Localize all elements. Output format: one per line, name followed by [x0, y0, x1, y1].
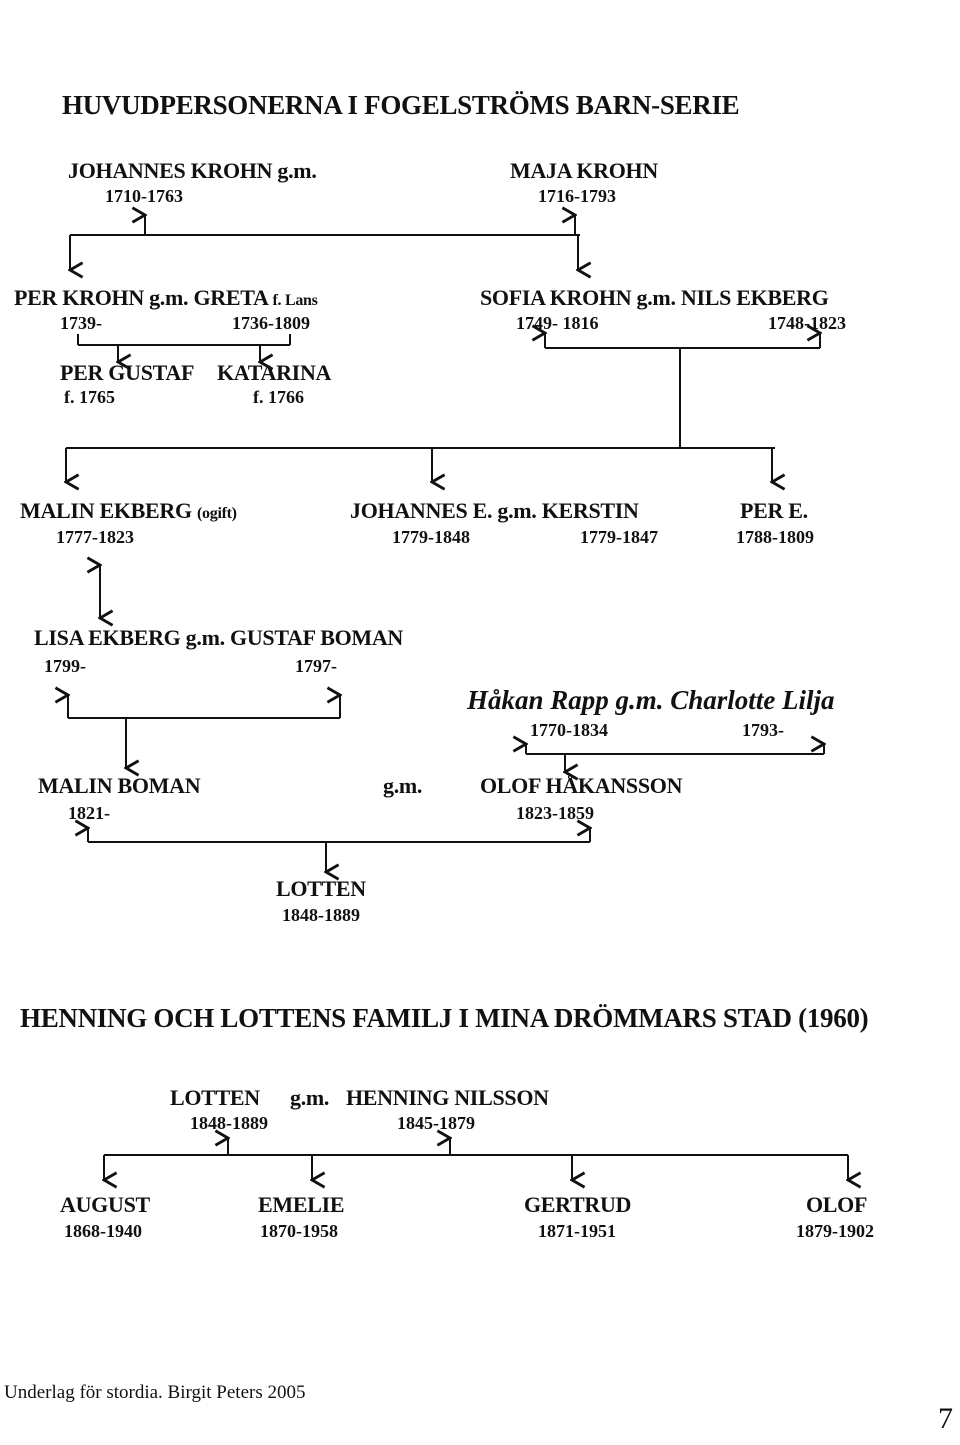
years-gertrud: 1871-1951: [538, 1221, 616, 1241]
person-sofia-krohn: SOFIA KROHN g.m. NILS EKBERG: [480, 285, 829, 310]
years-johannes-krohn: 1710-1763: [105, 186, 183, 206]
years-hakan-rapp: 1770-1834: [530, 720, 608, 740]
person-hakan-rapp: Håkan Rapp g.m. Charlotte Lilja: [467, 685, 835, 715]
person-per-e: PER E.: [740, 498, 808, 523]
years-per-gustaf: f. 1765: [64, 387, 115, 407]
years-greta: 1736-1809: [232, 313, 310, 333]
years-henning-nilsson: 1845-1879: [397, 1113, 475, 1133]
years-malin-boman: 1821-: [68, 803, 110, 823]
person-per-krohn: PER KROHN g.m. GRETA f. Lans: [14, 285, 318, 310]
person-olof-hakansson: OLOF HÅKANSSON: [480, 773, 683, 798]
years-gustaf-boman: 1797-: [295, 656, 337, 676]
years-sofia-krohn: 1749- 1816: [516, 313, 599, 333]
years-per-krohn: 1739-: [60, 313, 102, 333]
years-olof-hakansson: 1823-1859: [516, 803, 594, 823]
person-johannes-e: JOHANNES E. g.m. KERSTIN: [350, 498, 639, 523]
years-johannes-e: 1779-1848: [392, 527, 470, 547]
person-lisa-ekberg: LISA EKBERG g.m. GUSTAF BOMAN: [34, 625, 404, 650]
footer-credit: Underlag för stordia. Birgit Peters 2005: [4, 1382, 306, 1403]
years-malin-ekberg: 1777-1823: [56, 527, 134, 547]
family-title: HENNING OCH LOTTENS FAMILJ I MINA DRÖMMA…: [20, 1003, 869, 1033]
person-per-gustaf: PER GUSTAF: [60, 360, 195, 385]
series-title: HUVUDPERSONERNA I FOGELSTRÖMS BARN-SERIE: [62, 90, 740, 120]
person-emelie: EMELIE: [258, 1192, 345, 1217]
person-august: AUGUST: [60, 1192, 150, 1217]
years-katarina: f. 1766: [253, 387, 304, 407]
years-lotten: 1848-1889: [282, 905, 360, 925]
years-august: 1868-1940: [64, 1221, 142, 1241]
person-lotten: LOTTEN: [276, 876, 366, 901]
person-malin-boman: MALIN BOMAN: [38, 773, 201, 798]
person-maja-krohn: MAJA KROHN: [510, 158, 658, 183]
person-gertrud: GERTRUD: [524, 1192, 632, 1217]
years-per-e: 1788-1809: [736, 527, 814, 547]
years-charlotte-lilja: 1793-: [742, 720, 784, 740]
person-olof: OLOF: [806, 1192, 868, 1217]
years-kerstin: 1779-1847: [580, 527, 658, 547]
years-nils-ekberg: 1748-1823: [768, 313, 846, 333]
person-malin-ekberg: MALIN EKBERG (ogift): [20, 498, 237, 523]
years-emelie: 1870-1958: [260, 1221, 338, 1241]
person-johannes-krohn: JOHANNES KROHN g.m.: [68, 158, 317, 183]
person-henning-nilsson: HENNING NILSSON: [346, 1085, 549, 1110]
years-lisa-ekberg: 1799-: [44, 656, 86, 676]
marriage-label: g.m.: [383, 773, 423, 798]
years-lotten-2: 1848-1889: [190, 1113, 268, 1133]
years-olof: 1879-1902: [796, 1221, 874, 1241]
person-lotten-2: LOTTEN: [170, 1085, 260, 1110]
person-katarina: KATARINA: [217, 360, 332, 385]
marriage-label-2: g.m.: [290, 1085, 330, 1110]
years-maja-krohn: 1716-1793: [538, 186, 616, 206]
page-number: 7: [938, 1402, 953, 1435]
